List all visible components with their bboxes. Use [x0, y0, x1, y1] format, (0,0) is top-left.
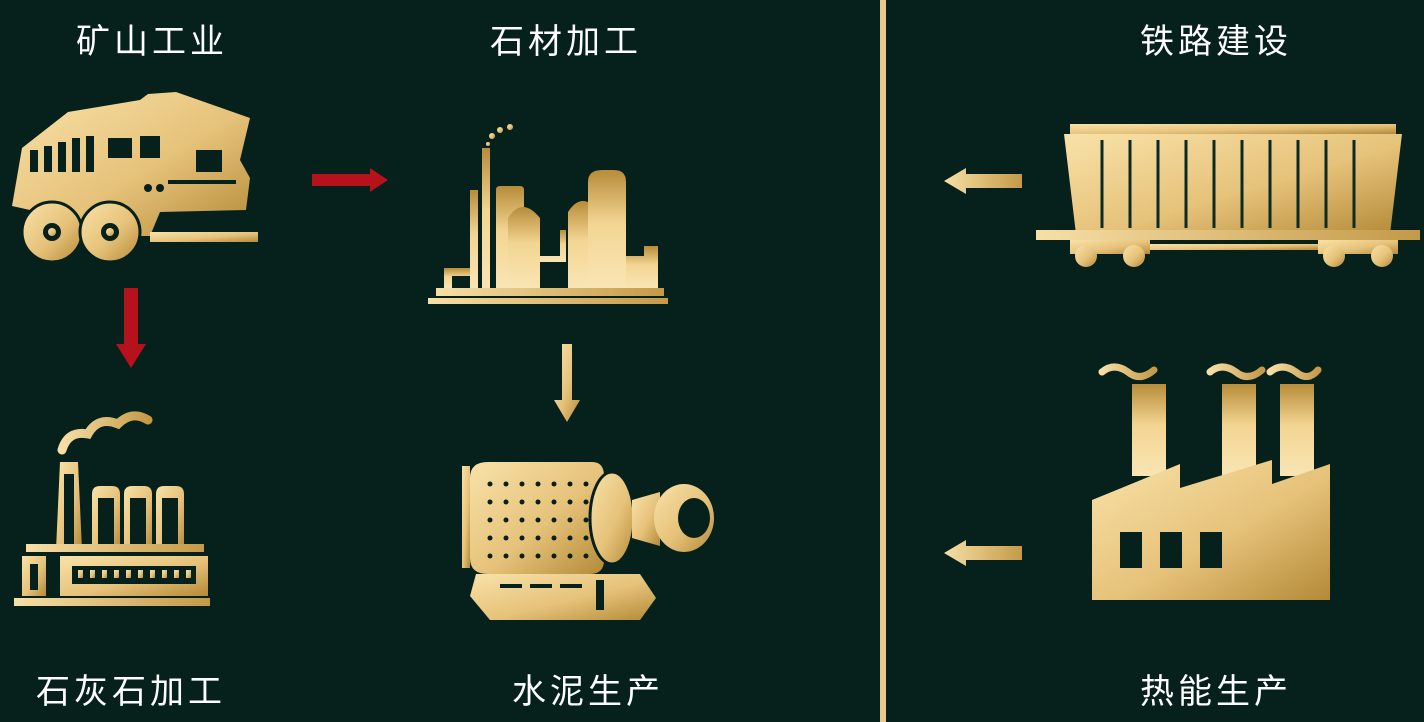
- railway-hopper-car-icon: [1036, 124, 1420, 267]
- arrow-stone-to-cement: [554, 344, 580, 422]
- label-thermal: 热能生产: [1140, 672, 1292, 712]
- section-divider: [880, 0, 886, 722]
- label-cement: 水泥生产: [512, 672, 664, 712]
- mining-truck-icon: [12, 92, 258, 264]
- thermal-power-factory-icon: [1092, 363, 1330, 600]
- arrow-mining-to-stone: [312, 168, 388, 192]
- label-railway: 铁路建设: [1140, 22, 1292, 62]
- processing-plant-icon: [428, 124, 668, 304]
- label-limestone: 石灰石加工: [36, 672, 226, 712]
- label-stone-processing: 石材加工: [490, 22, 642, 62]
- arrow-railway-left: [944, 168, 1022, 194]
- label-mining: 矿山工业: [76, 22, 228, 62]
- lime-kiln-factory-icon: [14, 411, 210, 606]
- ball-mill-icon: [462, 462, 714, 620]
- arrow-mining-to-limestone: [116, 288, 146, 368]
- arrow-thermal-left: [944, 540, 1022, 566]
